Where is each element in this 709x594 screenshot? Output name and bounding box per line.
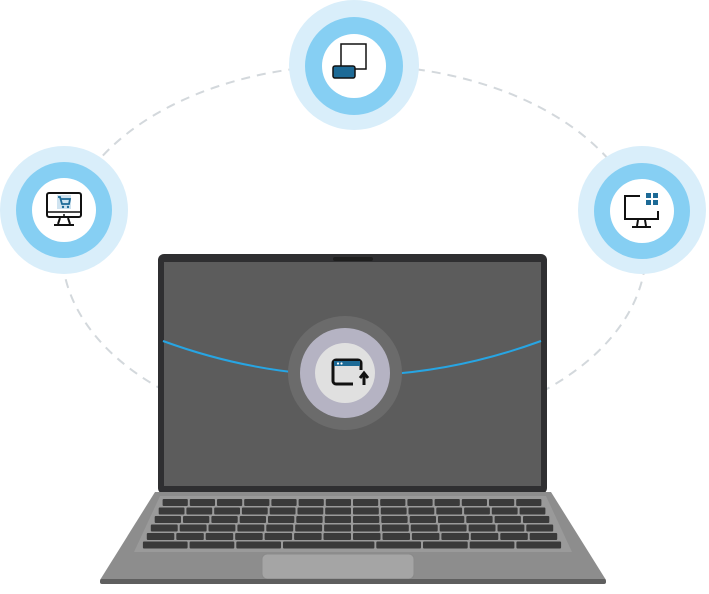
keyboard-key — [208, 524, 236, 532]
keyboard-key — [179, 524, 207, 532]
keyboard-key — [323, 533, 351, 540]
keyboard-key — [353, 507, 379, 515]
laptop-base-edge — [100, 579, 606, 584]
keyboard-key — [407, 499, 433, 506]
keyboard-key — [466, 516, 493, 523]
keyboard-key — [162, 499, 188, 506]
keyboard-key — [235, 533, 263, 540]
satellite-windows — [289, 0, 419, 130]
keyboard-key — [461, 499, 487, 506]
keyboard-key — [434, 499, 460, 506]
keyboard-key — [353, 533, 381, 540]
keyboard-key — [523, 516, 550, 523]
keyboard-key — [236, 541, 281, 549]
keyboard-key — [516, 541, 562, 549]
keyboard-key — [380, 507, 407, 515]
keyboard-key — [439, 524, 467, 532]
keyboard-key — [298, 499, 324, 506]
browser-upload-icon — [331, 358, 370, 386]
keyboard-key — [271, 499, 297, 506]
keyboard-key — [266, 524, 294, 532]
keyboard-key — [516, 499, 542, 506]
keyboard-key — [146, 533, 175, 540]
keyboard-key — [353, 524, 380, 532]
keyboard — [142, 499, 562, 549]
keyboard-key — [353, 499, 379, 506]
keyboard-key — [205, 533, 234, 540]
keyboard-key — [436, 507, 463, 515]
keyboard-key — [325, 507, 351, 515]
keyboard-key — [353, 516, 380, 523]
keyboard-key — [526, 524, 554, 532]
keyboard-key — [408, 507, 435, 515]
keyboard-key — [244, 499, 270, 506]
keyboard-key — [283, 541, 375, 549]
keyboard-key — [154, 516, 181, 523]
keyboard-key — [295, 524, 323, 532]
keyboard-key — [297, 507, 324, 515]
keyboard-key — [142, 541, 188, 549]
windows-overlap-icon — [332, 43, 367, 79]
keyboard-key — [158, 507, 185, 515]
keyboard-key — [409, 516, 436, 523]
keyboard-key — [411, 533, 440, 540]
keyboard-key — [237, 524, 265, 532]
keyboard-key — [186, 507, 213, 515]
keyboard-key — [410, 524, 438, 532]
keyboard-key — [468, 524, 496, 532]
keyboard-key — [497, 524, 525, 532]
keyboard-key — [470, 533, 499, 540]
keyboard-key — [519, 507, 546, 515]
keyboard-key — [296, 516, 323, 523]
keyboard-key — [500, 533, 528, 540]
keyboard-key — [239, 516, 266, 523]
keyboard-key — [489, 499, 515, 506]
keyboard-key — [469, 541, 515, 549]
keyboard-key — [268, 516, 295, 523]
keyboard-key — [491, 507, 518, 515]
keyboard-key — [183, 516, 210, 523]
keyboard-key — [529, 533, 558, 540]
keyboard-key — [382, 533, 410, 540]
keyboard-key — [423, 541, 468, 549]
satellite-commerce — [0, 146, 128, 274]
camera-notch — [333, 257, 373, 261]
keyboard-key — [376, 541, 421, 549]
keyboard-key — [380, 499, 406, 506]
satellite-apps — [578, 146, 706, 274]
keyboard-key — [150, 524, 178, 532]
keyboard-key — [464, 507, 490, 515]
keyboard-key — [324, 524, 351, 532]
keyboard-key — [189, 499, 215, 506]
keyboard-key — [294, 533, 322, 540]
keyboard-key — [176, 533, 204, 540]
keyboard-key — [325, 499, 351, 506]
monitor-apps-icon — [624, 193, 659, 228]
keyboard-key — [441, 533, 469, 540]
keyboard-key — [211, 516, 238, 523]
keyboard-key — [381, 516, 408, 523]
center-hub — [288, 316, 402, 430]
keyboard-key — [494, 516, 521, 523]
keyboard-key — [217, 499, 243, 506]
trackpad — [261, 553, 415, 580]
keyboard-key — [241, 507, 268, 515]
keyboard-key — [214, 507, 240, 515]
keyboard-key — [269, 507, 296, 515]
keyboard-key — [189, 541, 235, 549]
keyboard-key — [264, 533, 293, 540]
monitor-cart-icon — [46, 192, 82, 226]
keyboard-key — [438, 516, 465, 523]
keyboard-key — [381, 524, 409, 532]
keyboard-key — [324, 516, 351, 523]
